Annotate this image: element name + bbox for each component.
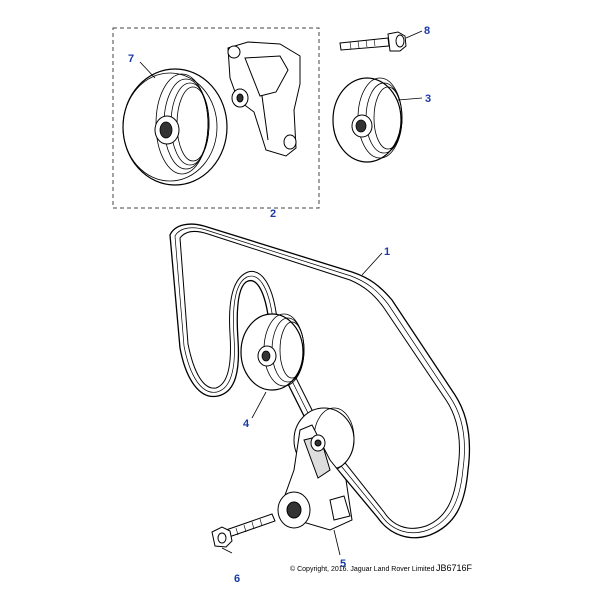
leader-5	[333, 529, 341, 556]
callout-4: 4	[243, 418, 250, 430]
leader-6	[221, 547, 233, 554]
callout-7: 7	[128, 53, 134, 65]
pulley-item-7[interactable]	[122, 68, 228, 186]
leader-3	[397, 97, 423, 101]
leader-7	[139, 61, 156, 79]
leader-4	[251, 391, 267, 419]
mounting-bracket	[227, 41, 301, 157]
callout-5: 5	[340, 558, 346, 570]
bolt-item-8[interactable]	[339, 31, 407, 52]
leader-8	[405, 30, 423, 39]
belt-tensioner-item-5[interactable]	[277, 407, 355, 531]
leader-1	[361, 252, 383, 276]
idler-pulley-item-3[interactable]	[332, 77, 403, 163]
copyright-notice: © Copyright, 2016. Jaguar Land Rover Lim…	[290, 566, 435, 573]
callout-8: 8	[424, 25, 430, 37]
callout-3: 3	[425, 93, 431, 105]
bolt-item-6[interactable]	[211, 513, 276, 548]
kit-dashed-box	[112, 27, 320, 209]
idler-pulley-item-4[interactable]	[240, 313, 305, 391]
callout-2: 2	[270, 208, 276, 220]
diagram-reference: JB6716F	[436, 563, 473, 573]
callout-1: 1	[384, 246, 390, 258]
callout-6: 6	[234, 573, 240, 585]
